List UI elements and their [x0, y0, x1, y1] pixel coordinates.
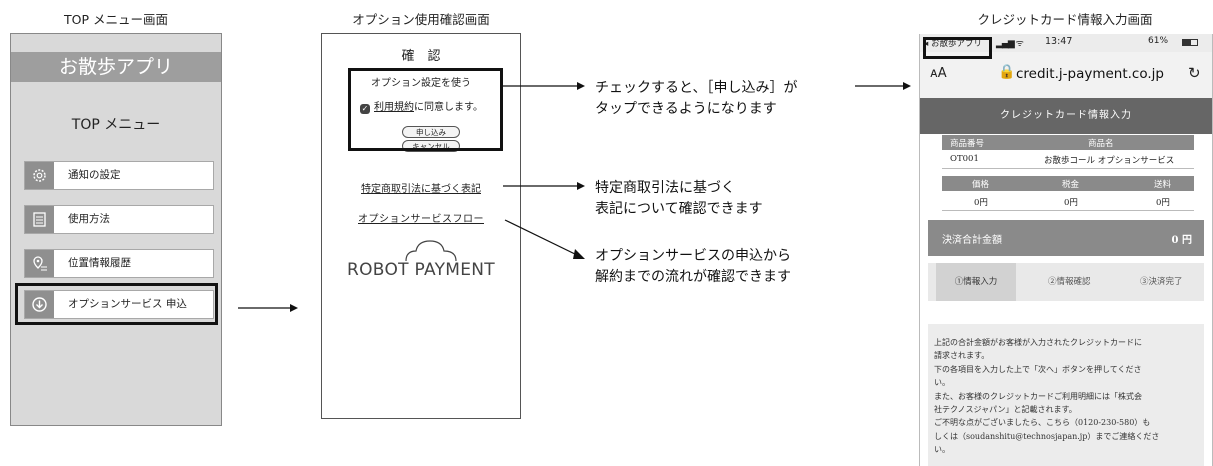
- reload-icon[interactable]: ↻: [1188, 64, 1201, 82]
- caption-top-menu: TOP メニュー画面: [64, 12, 168, 27]
- column-header: 送料: [1154, 180, 1172, 190]
- menu-item-label: 使用方法: [68, 213, 110, 225]
- arrow-diagonal-icon: [504, 219, 585, 259]
- confirm-title: 確 認: [401, 49, 441, 64]
- terms-link[interactable]: 利用規約: [374, 102, 414, 113]
- product-name: お散歩コール オプションサービス: [1044, 156, 1175, 166]
- description-line: また、お客様のクレジットカードご利用明細には「株式会: [934, 391, 1142, 401]
- note-line: 解約までの流れが確認できます: [595, 269, 791, 285]
- menu-item-label: オプションサービス 申込: [68, 298, 187, 310]
- total-box: 決済合計金額 0 円: [928, 220, 1204, 256]
- total-value: 0 円: [1171, 235, 1192, 246]
- arrow-right-icon: [238, 304, 298, 312]
- highlight-box: [348, 68, 503, 151]
- page-header: クレジットカード情報入力: [920, 98, 1212, 134]
- description-line: 上記の合計金額がお客様が入力されたクレジットカードに: [934, 338, 1142, 347]
- note-line: 特定商取引法に基づく: [595, 180, 735, 196]
- step: ③決済完了: [1140, 277, 1183, 287]
- tax-value: 0円: [1064, 198, 1078, 208]
- arrow-right-icon: [503, 182, 585, 190]
- highlight-box: [15, 283, 218, 325]
- app-title: お散歩アプリ: [11, 52, 221, 82]
- menu-heading: TOP メニュー: [71, 117, 161, 133]
- back-to-app-link[interactable]: ◂ お散歩アプリ: [924, 39, 982, 49]
- flow-link[interactable]: オプションサービスフロー: [358, 214, 484, 225]
- price-value: 0円: [974, 198, 988, 208]
- menu-item-label: 通知の設定: [68, 169, 121, 181]
- highlight-box: [923, 37, 992, 59]
- column-header: 商品名: [1088, 139, 1114, 149]
- caption-confirm: オプション使用確認画面: [352, 12, 490, 27]
- signal-icon: ▂▄▆ ᯤ: [996, 39, 1024, 49]
- note-checkbox: チェックすると、［申し込み］が タップできるようになります: [595, 78, 797, 120]
- note-law: 特定商取引法に基づく 表記について確認できます: [595, 178, 763, 220]
- column-header: 商品番号: [950, 139, 985, 149]
- address-bar[interactable]: ᴀA 🔒 credit.j-payment.co.jp ↻: [920, 52, 1212, 99]
- top-menu-screen: お散歩アプリ TOP メニュー 通知の設定 使用方法 位置情報履歴 オプションサ…: [10, 33, 222, 426]
- description-line: ご不明な点がございましたら、こちら（0120-230-580）も: [934, 418, 1151, 428]
- total-label: 決済合計金額: [942, 235, 1002, 246]
- description-line: 下の各項目を入力した上で「次へ」ボタンを押してくださ: [934, 364, 1142, 374]
- text-size-button[interactable]: ᴀA: [930, 66, 947, 81]
- description-line: 社テクノスジャパン」と記載されます。: [934, 405, 1077, 415]
- status-time: 13:47: [1045, 36, 1073, 47]
- step-current: ①情報入力: [936, 263, 1016, 301]
- arrow-right-icon: [503, 82, 585, 90]
- note-flow: オプションサービスの申込から 解約までの流れが確認できます: [595, 246, 791, 288]
- menu-item-usage[interactable]: 使用方法: [24, 205, 214, 234]
- note-line: チェックすると、［申し込み］が: [595, 80, 798, 96]
- agree-row: ✓ 利用規約に同意します。: [360, 98, 483, 114]
- step: ②情報確認: [1048, 277, 1091, 287]
- product-code: OT001: [950, 154, 979, 164]
- description-line: い。: [934, 378, 950, 388]
- robot-payment-logo: ROBOT PAYMENT: [347, 260, 495, 280]
- credit-screen: ◂ お散歩アプリ ▂▄▆ ᯤ 13:47 61% ᴀA 🔒 credit.j-p…: [919, 34, 1213, 466]
- menu-item-location-history[interactable]: 位置情報履歴: [24, 249, 214, 278]
- description-line: い。: [934, 445, 950, 455]
- confirm-screen: 確 認 オプション設定を使う ✓利用規約に同意します。 申し込み キャンセル 特…: [321, 33, 521, 419]
- description-box: 上記の合計金額がお客様が入力されたクレジットカードに 請求されます。 下の各項目…: [928, 324, 1204, 466]
- note-line: オプションサービスの申込から: [595, 248, 791, 264]
- note-line: 表記について確認できます: [595, 201, 763, 217]
- gear-icon: [25, 162, 54, 189]
- apply-button[interactable]: 申し込み: [402, 126, 460, 138]
- column-header: 価格: [972, 180, 990, 190]
- battery-icon: [1182, 39, 1198, 46]
- note-line: タップできるようになります: [595, 101, 777, 117]
- divider: [942, 210, 1194, 211]
- shipping-value: 0円: [1156, 198, 1170, 208]
- description-line: 請求されます。: [934, 351, 990, 361]
- law-link[interactable]: 特定商取引法に基づく表記: [361, 184, 481, 195]
- url-text: credit.j-payment.co.jp: [1016, 66, 1164, 82]
- description-line: しくは（soudanshitu@technosjapan.jp）までご連絡くださ: [934, 431, 1160, 441]
- cloud-logo-icon: [405, 240, 457, 262]
- price-table-header: 価格 税金 送料: [942, 176, 1194, 191]
- product-table-header: 商品番号 商品名: [942, 135, 1194, 150]
- divider: [942, 168, 1194, 169]
- agree-text: に同意します。: [414, 102, 483, 113]
- menu-item-option-service[interactable]: オプションサービス 申込: [24, 290, 214, 319]
- checkbox-checked-icon[interactable]: ✓: [360, 104, 370, 114]
- menu-item-notification[interactable]: 通知の設定: [24, 161, 214, 190]
- download-icon: [25, 291, 54, 318]
- document-icon: [25, 206, 54, 233]
- progress-steps: ①情報入力 ②情報確認 ③決済完了: [928, 263, 1204, 301]
- caption-credit: クレジットカード情報入力画面: [977, 12, 1153, 27]
- location-icon: [25, 250, 54, 277]
- menu-item-label: 位置情報履歴: [68, 257, 131, 269]
- column-header: 税金: [1062, 180, 1080, 190]
- status-bar: ◂ お散歩アプリ ▂▄▆ ᯤ 13:47 61%: [920, 34, 1212, 52]
- arrow-right-icon: [855, 82, 911, 90]
- lock-icon: 🔒: [998, 64, 1016, 80]
- confirm-subtitle: オプション設定を使う: [371, 78, 471, 89]
- battery-percent: 61%: [1148, 36, 1169, 46]
